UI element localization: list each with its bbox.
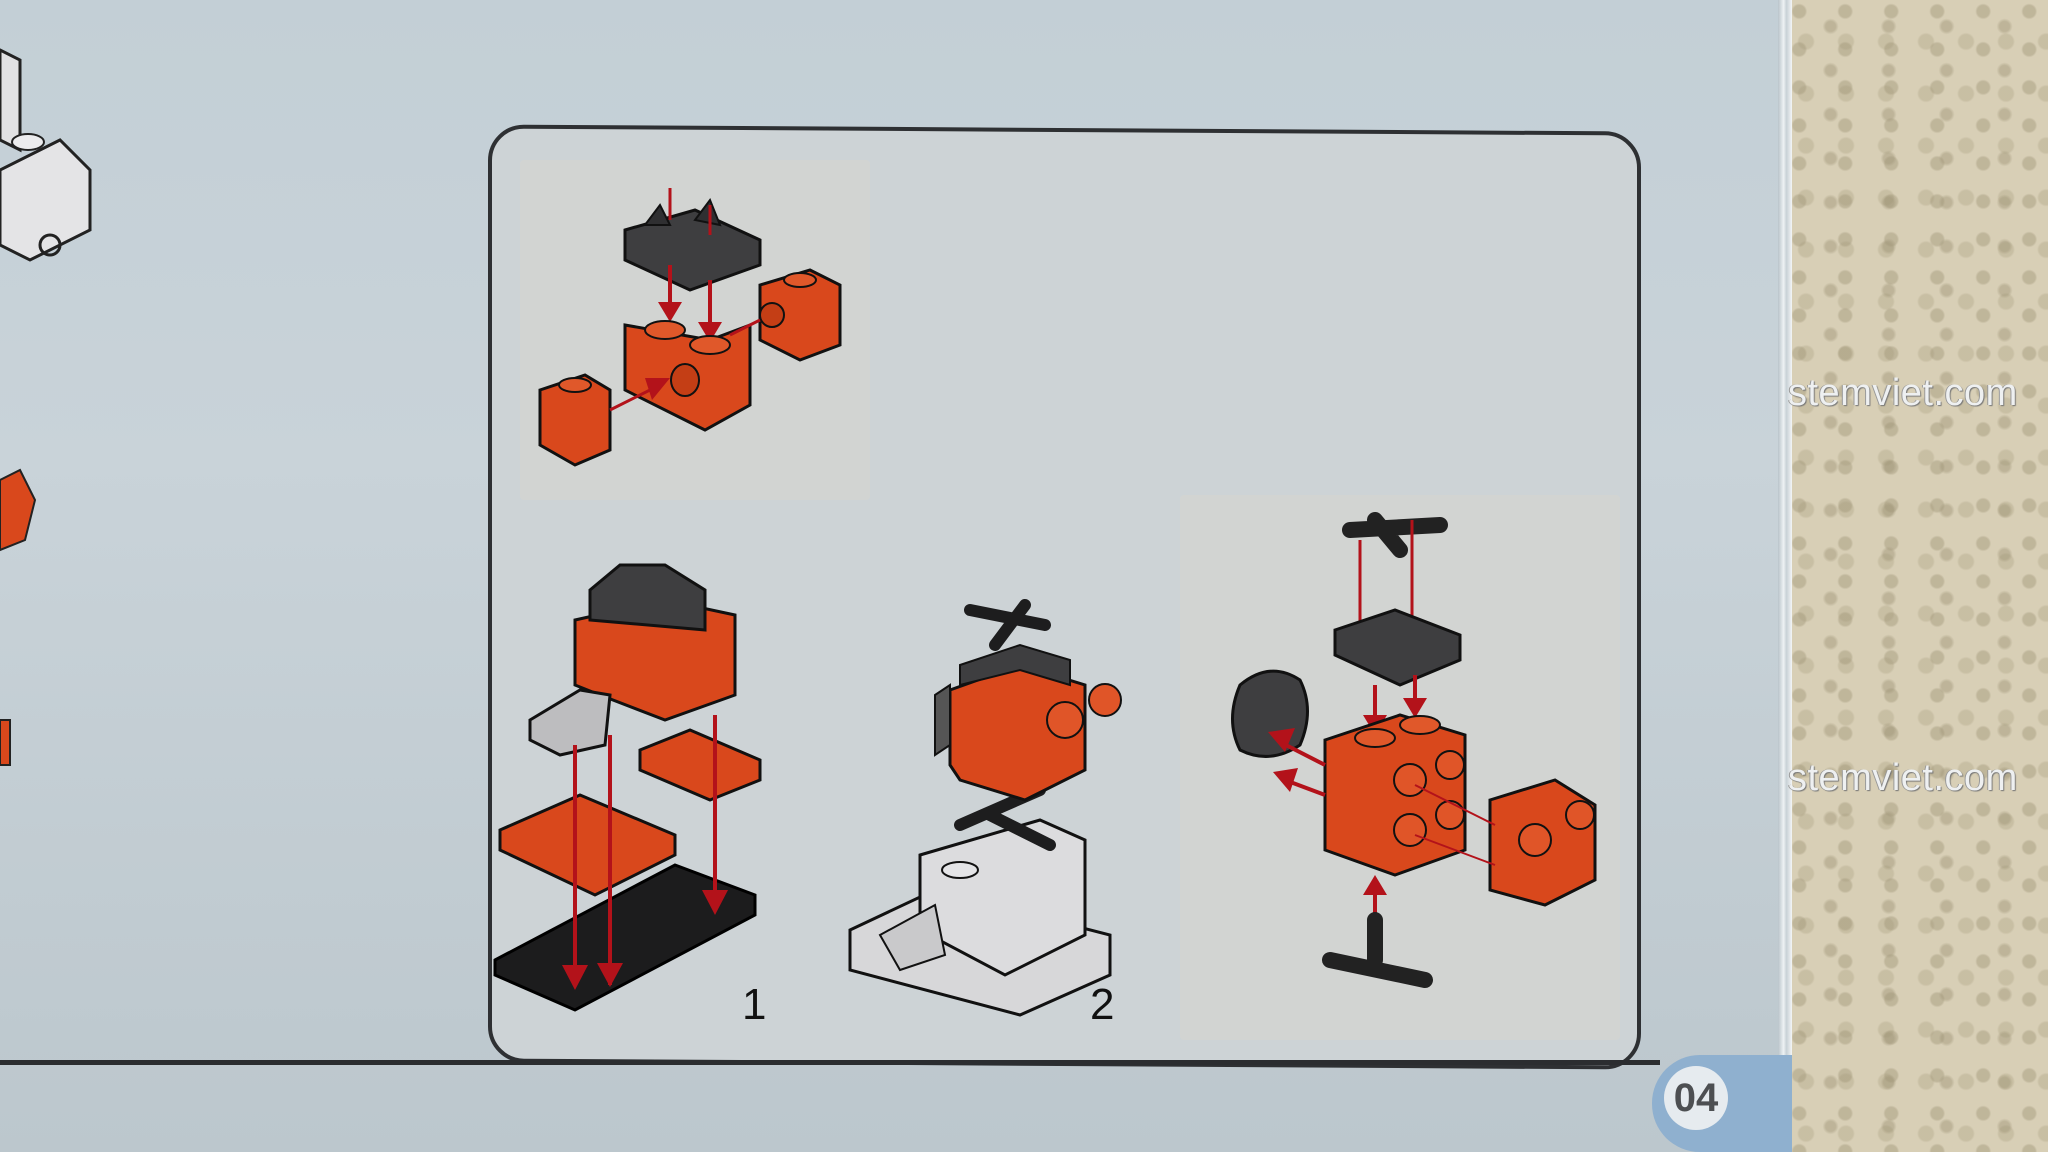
step-1-illustration [493, 563, 762, 1012]
watermark-text: stemviet.com [1788, 372, 2018, 414]
carpet-background [1790, 0, 2048, 1152]
subassembly-illustration [538, 188, 842, 467]
step-number-2: 2 [1090, 980, 1115, 1029]
watermark-text: stemviet.com [1788, 757, 2018, 799]
partial-model-illustration [0, 48, 92, 766]
page-edge [1778, 0, 1792, 1152]
exploded-assembly-illustration [1231, 512, 1597, 988]
page-divider-line [0, 1060, 1660, 1065]
step-number-1: 1 [742, 980, 767, 1029]
step-2-illustration [848, 599, 1122, 1017]
instruction-page: 1 2 [0, 0, 1792, 1152]
page-number: 04 [1664, 1066, 1728, 1130]
